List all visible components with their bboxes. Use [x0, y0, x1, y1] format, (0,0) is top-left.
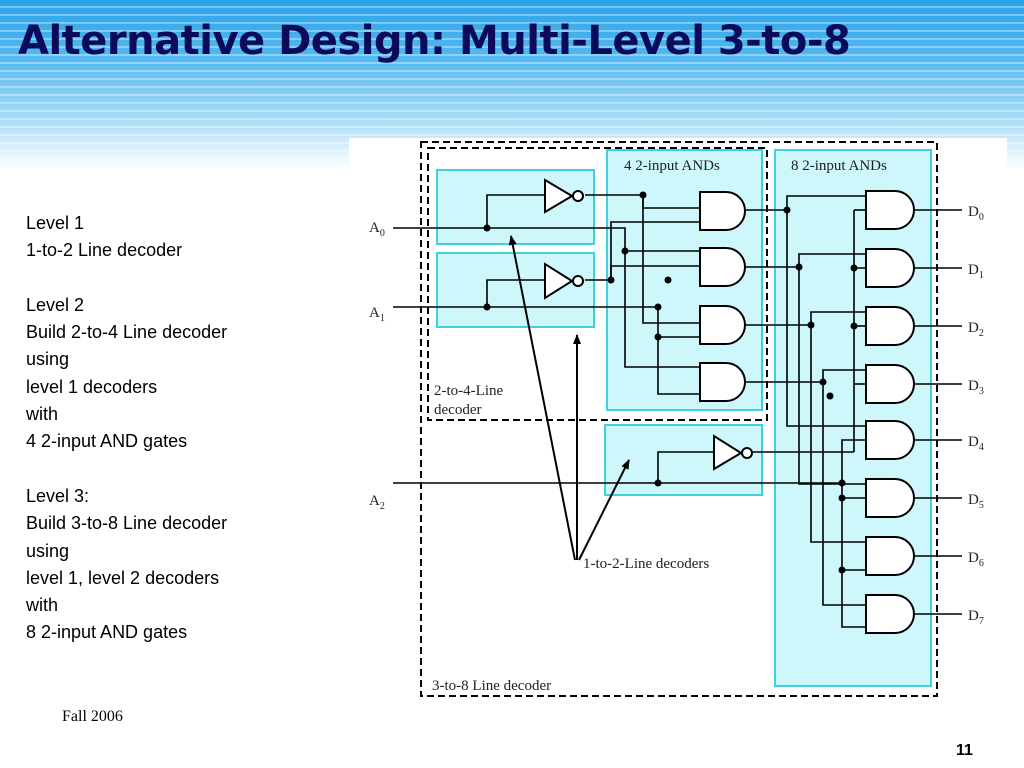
slide-title: Alternative Design: Multi-Level 3-to-8 [18, 18, 851, 64]
dec12-box-a1 [436, 252, 595, 328]
output-label-d5: D5 [968, 492, 984, 511]
and-gate [699, 247, 746, 287]
and-gate [699, 305, 746, 345]
and-gates-level3 [865, 190, 915, 634]
dec38-boundary [420, 141, 938, 697]
output-label-d1: D1 [968, 262, 984, 281]
body-line: 4 2-input AND gates [26, 431, 188, 452]
input-label-a1: A1 [369, 305, 385, 324]
inverter-a2 [713, 434, 753, 471]
footer-date: Fall 2006 [62, 708, 123, 725]
body-line: 8 2-input AND gates [26, 622, 188, 643]
and-gate [865, 306, 915, 346]
body-line: level 1, level 2 decoders [26, 567, 220, 588]
body-line: 1-to-2 Line decoder [26, 240, 183, 261]
output-label-d6: D6 [968, 550, 984, 569]
output-label-d3: D3 [968, 378, 984, 397]
dec24-boundary [427, 147, 768, 421]
label-and4: 4 2-input ANDs [624, 158, 720, 174]
and-gate [865, 536, 915, 576]
body-line: Level 2 [26, 294, 85, 315]
inverter-a0 [544, 178, 584, 214]
and-gate [865, 248, 915, 288]
label-dec24-line1: 2-to-4-Line [434, 383, 503, 399]
and-gates-level2 [699, 191, 746, 402]
inverters [544, 178, 753, 471]
and-gate [865, 420, 915, 460]
output-label-d2: D2 [968, 320, 984, 339]
and-gate [865, 364, 915, 404]
and-gate [865, 594, 915, 634]
pointer-arrows [508, 235, 630, 561]
decoder-diagram: 4 2-input ANDs 8 2-input ANDs 2-to-4-Lin… [349, 138, 1007, 702]
input-label-a2: A2 [369, 493, 385, 512]
body-line: with [26, 595, 59, 616]
output-label-d0: D0 [968, 204, 984, 223]
input-label-a0: A0 [369, 220, 385, 239]
and-gate [865, 190, 915, 230]
body-line: using [26, 349, 70, 370]
junction-dots [483, 191, 858, 574]
body-line: Level 3: [26, 485, 90, 506]
body-line: using [26, 540, 70, 561]
and-gate [865, 478, 915, 518]
page-number: 11 [956, 742, 973, 759]
body-line: Build 2-to-4 Line decoder [26, 322, 228, 343]
and-gate [699, 191, 746, 231]
output-label-d4: D4 [968, 434, 984, 453]
inverter-a1 [544, 262, 584, 300]
body-text: Level 1 1-to-2 Line decoder Level 2 Buil… [26, 210, 326, 647]
body-line: Level 1 [26, 213, 85, 233]
and-gate [699, 362, 746, 402]
label-and8: 8 2-input ANDs [791, 158, 887, 174]
body-line: with [26, 404, 59, 425]
output-label-d7: D7 [968, 608, 984, 627]
body-line [26, 265, 326, 292]
label-dec24-line2: decoder [434, 402, 481, 418]
body-line: level 1 decoders [26, 376, 158, 397]
body-line [26, 456, 326, 483]
label-dec12: 1-to-2-Line decoders [583, 556, 709, 572]
dec12-box-a0 [436, 169, 595, 245]
label-dec38: 3-to-8 Line decoder [432, 678, 551, 694]
body-line: Build 3-to-8 Line decoder [26, 513, 228, 534]
